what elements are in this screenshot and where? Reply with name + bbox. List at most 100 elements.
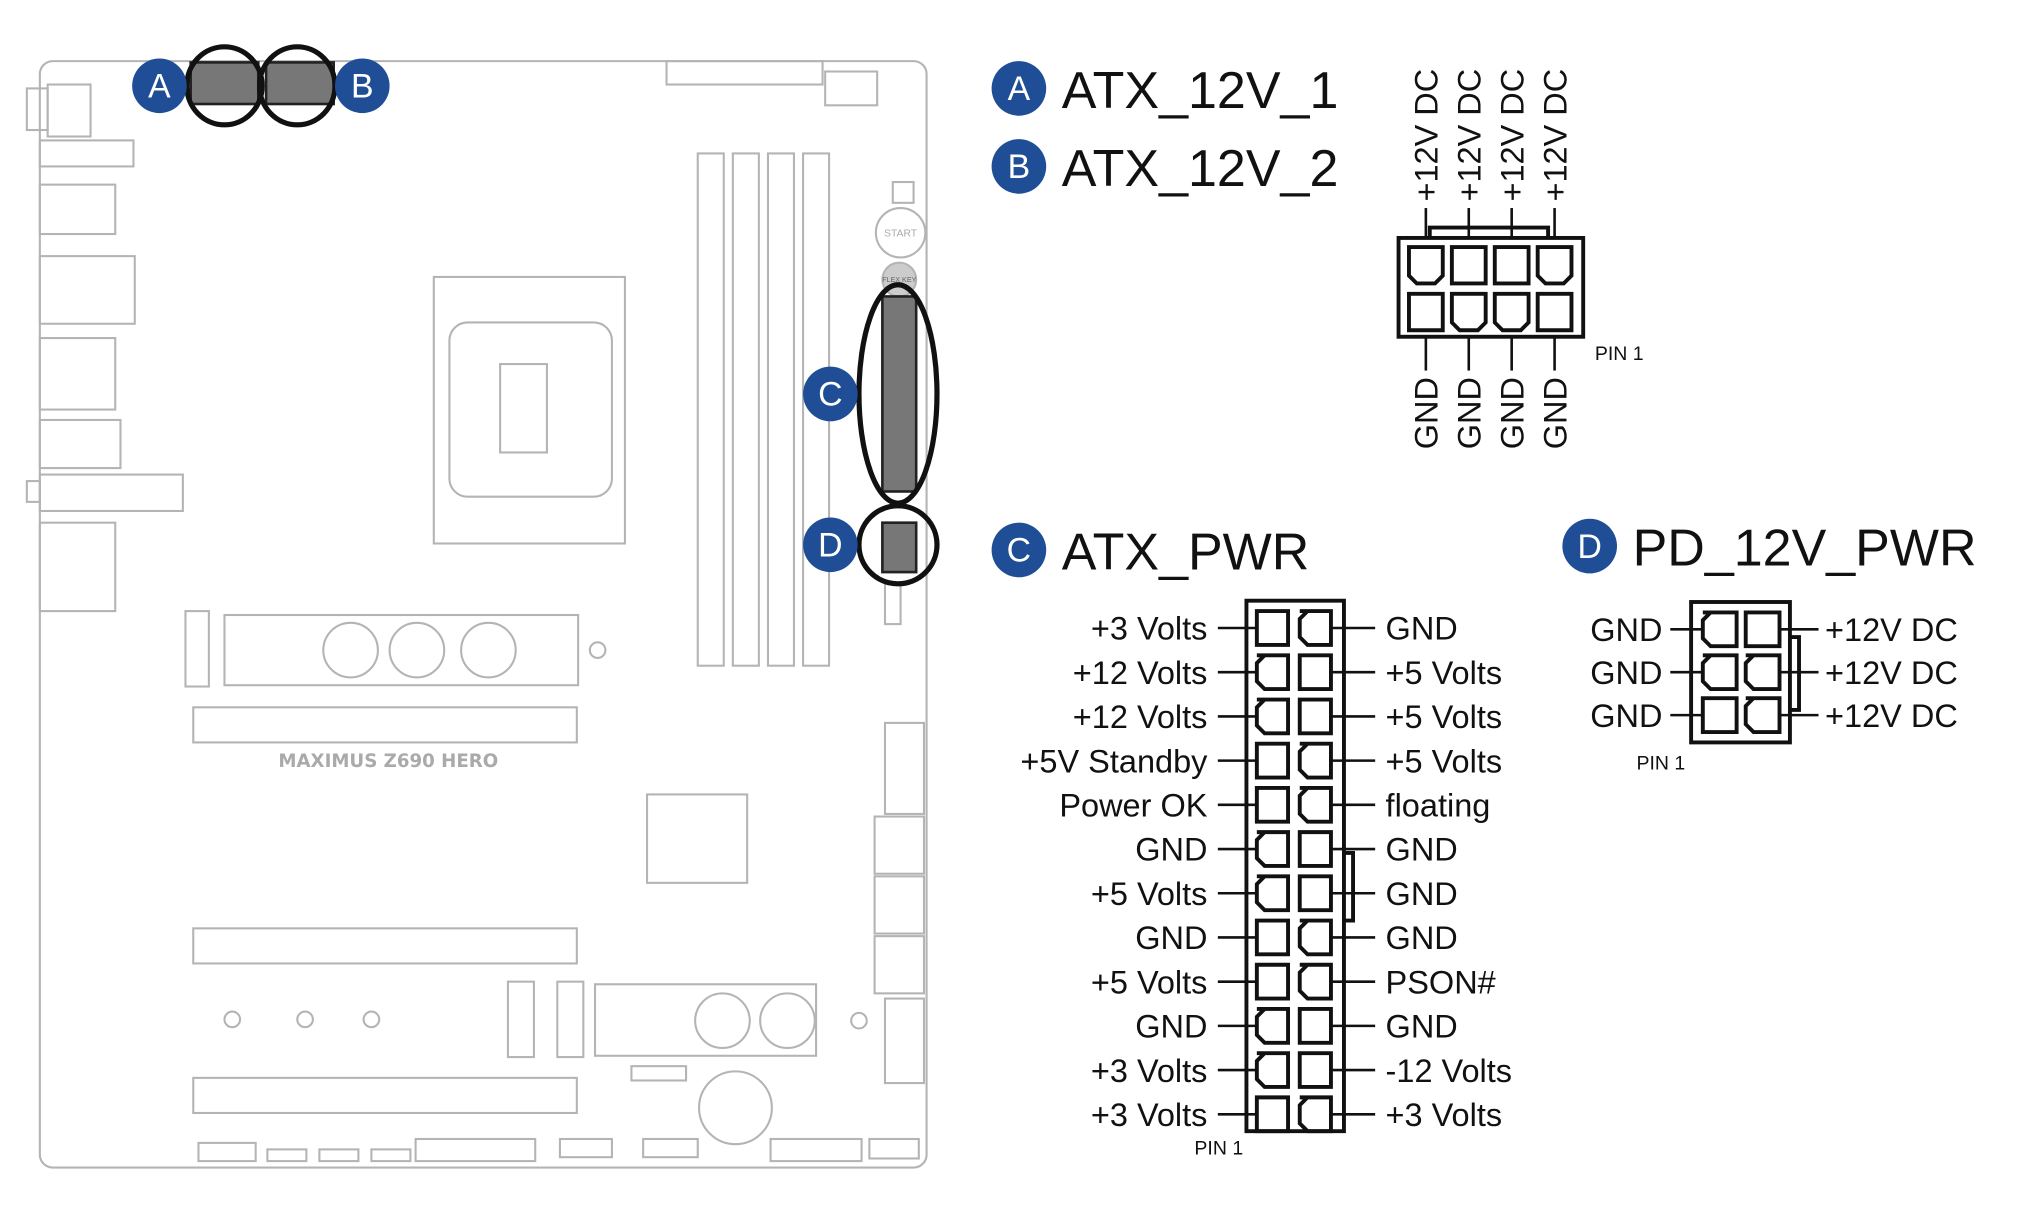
badge-d: D: [1562, 518, 1617, 574]
pin: [1700, 653, 1739, 692]
pin: [1492, 291, 1531, 333]
atx-pwr-left-label: GND: [1135, 1009, 1207, 1045]
pin: [1254, 609, 1290, 647]
atx-pwr-title: ATX_PWR: [1062, 523, 1310, 581]
atx-pwr-right-label: GND: [1386, 832, 1458, 868]
start-button-text: START: [884, 229, 918, 240]
atx-pwr-left-label: Power OK: [1059, 788, 1207, 824]
atx-pwr-left-label: GND: [1135, 832, 1207, 868]
atx-pwr-right-label: GND: [1386, 876, 1458, 912]
pd-12v-left-label: GND: [1590, 698, 1662, 734]
atx-12v-bottom-label: GND: [1494, 377, 1530, 449]
pin: [1297, 697, 1333, 736]
pin: [1449, 245, 1488, 286]
board-connector-a[interactable]: [184, 44, 265, 128]
atx-pwr-right-label: floating: [1386, 788, 1491, 824]
badge-b-board: B: [334, 58, 390, 114]
atx-pwr-left-label: +5 Volts: [1091, 876, 1208, 912]
atx-pwr-right-label: +5 Volts: [1386, 699, 1503, 735]
pin: [1700, 696, 1739, 734]
pin: [1297, 741, 1333, 780]
pin: [1254, 1007, 1290, 1045]
svg-text:A: A: [148, 68, 171, 106]
atx-pwr-left-label: +5V Standby: [1020, 743, 1208, 779]
pin: [1492, 245, 1531, 286]
pin: [1743, 653, 1782, 692]
pin: [1297, 785, 1333, 824]
pin: [1297, 1095, 1333, 1134]
atx-pwr-left-label: +3 Volts: [1091, 611, 1208, 647]
atx-pwr-right-label: GND: [1386, 611, 1458, 647]
atx-12v-bottom-label: GND: [1451, 377, 1487, 449]
badge-a: A: [991, 61, 1047, 116]
pin: [1297, 962, 1333, 1001]
pin: [1254, 697, 1290, 736]
atx-pwr-right-label: -12 Volts: [1386, 1053, 1512, 1089]
pin: [1297, 1051, 1333, 1089]
pin: [1254, 830, 1290, 868]
atx-pwr-pin1-label: PIN 1: [1194, 1138, 1243, 1160]
pin: [1254, 918, 1290, 957]
pin: [1297, 830, 1333, 868]
atx-pwr-left-label: +5 Volts: [1091, 964, 1208, 1000]
svg-text:A: A: [1008, 70, 1031, 108]
pin: [1297, 918, 1333, 957]
board-model-text: MAXIMUS Z690 HERO: [278, 751, 498, 772]
svg-text:B: B: [351, 68, 374, 106]
atx-12v-pin1-label: PIN 1: [1595, 343, 1644, 365]
svg-text:B: B: [1008, 148, 1031, 186]
pin: [1407, 245, 1445, 286]
pd-12v-left-label: GND: [1590, 612, 1662, 648]
atx-12v-1-title: ATX_12V_1: [1062, 62, 1339, 120]
pin: [1407, 291, 1445, 333]
atx-12v-bottom-label: GND: [1537, 377, 1573, 449]
atx-pwr-right-label: +5 Volts: [1386, 743, 1503, 779]
pin: [1254, 874, 1290, 913]
atx-12v-bottom-label: GND: [1409, 377, 1445, 449]
motherboard-illustration: START FLEX KEY MAXIMUS Z690 HERO: [25, 60, 928, 1169]
badge-c: C: [991, 522, 1047, 578]
board-connector-b[interactable]: [256, 44, 338, 128]
pin: [1254, 785, 1290, 824]
svg-text:C: C: [1007, 532, 1031, 570]
pin: [1254, 962, 1290, 1001]
atx-pwr-right-label: GND: [1386, 1009, 1458, 1045]
flex-key-text: FLEX KEY: [882, 276, 916, 284]
pin: [1254, 1095, 1290, 1134]
atx-pwr-left-label: +3 Volts: [1091, 1097, 1208, 1133]
pd-12v-right-label: +12V DC: [1825, 655, 1958, 691]
pd-12v-right-label: +12V DC: [1825, 612, 1958, 648]
pin: [1254, 741, 1290, 780]
pin: [1743, 610, 1782, 649]
pin: [1535, 291, 1574, 333]
atx-12v-top-label: +12V DC: [1494, 69, 1530, 202]
board-connector-c[interactable]: [856, 282, 940, 506]
pd-12v-pwr-title: PD_12V_PWR: [1633, 520, 1977, 578]
badge-b: B: [991, 139, 1047, 194]
pin: [1297, 653, 1333, 692]
pin: [1254, 1051, 1290, 1089]
badge-a-board: A: [132, 58, 187, 114]
pin: [1743, 696, 1782, 734]
pin: [1297, 874, 1333, 913]
svg-text:D: D: [818, 526, 842, 564]
atx-pwr-right-label: +5 Volts: [1386, 655, 1503, 691]
pd-12v-right-label: +12V DC: [1825, 698, 1958, 734]
pin: [1297, 609, 1333, 647]
atx-12v-top-label: +12V DC: [1409, 69, 1445, 202]
atx-pwr-left-label: +12 Volts: [1073, 699, 1208, 735]
pin: [1297, 1007, 1333, 1045]
pin: [1535, 245, 1574, 286]
pin: [1254, 653, 1290, 692]
badge-d-board: D: [803, 517, 858, 573]
atx-pwr-left-label: GND: [1135, 920, 1207, 956]
pd-12v-pin1-label: PIN 1: [1637, 753, 1686, 775]
atx-pwr-left-label: +12 Volts: [1073, 655, 1208, 691]
atx-12v-2-title: ATX_12V_2: [1062, 140, 1339, 198]
board-connector-d[interactable]: [856, 503, 940, 587]
atx-pwr-left-label: +3 Volts: [1091, 1053, 1208, 1089]
